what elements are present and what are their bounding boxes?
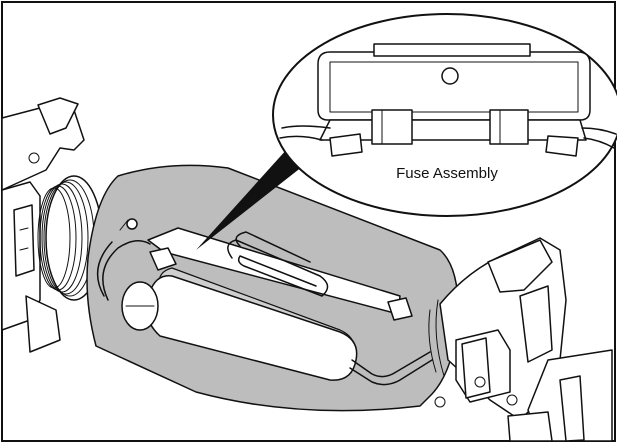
right-mount	[428, 237, 613, 442]
callout-label: Fuse Assembly	[396, 165, 498, 182]
callout-bubble	[272, 13, 617, 217]
fuse-holder-housing	[86, 164, 459, 412]
